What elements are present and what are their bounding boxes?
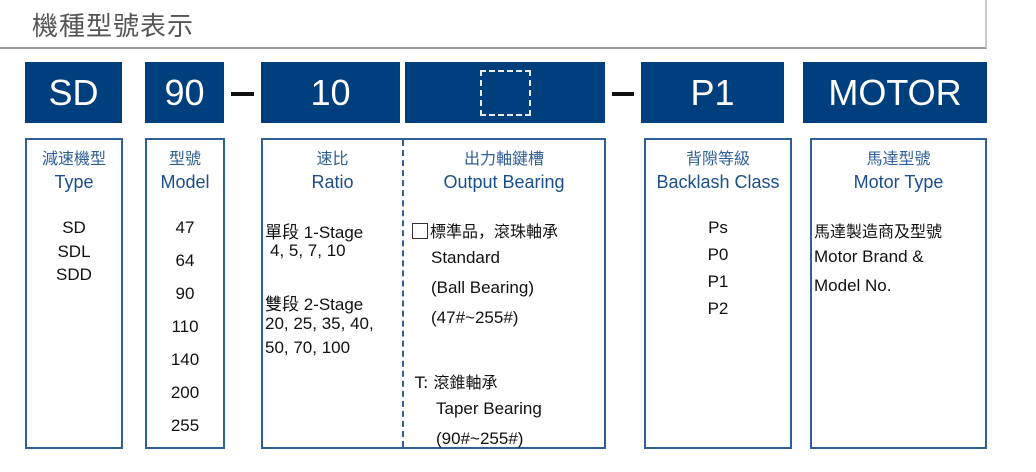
motor-line-en-2: Model No. bbox=[814, 276, 892, 295]
column-title-en: Backlash Class bbox=[656, 172, 780, 192]
output-standard-type: (Ball Bearing) bbox=[431, 278, 534, 297]
separator-dash bbox=[231, 92, 254, 96]
output-taper-en: Taper Bearing bbox=[436, 399, 542, 418]
list-item: P2 bbox=[707, 299, 729, 318]
ratio-stage2-values-1: 20, 25, 35, 40, bbox=[265, 314, 374, 333]
column-title-en: Type bbox=[54, 172, 94, 192]
output-taper-range: (90#~255#) bbox=[436, 429, 524, 448]
list-item: 255 bbox=[170, 416, 200, 435]
output-standard-en: Standard bbox=[431, 248, 500, 267]
list-item: Ps bbox=[708, 218, 728, 237]
column-title-cn: 馬達型號 bbox=[866, 149, 931, 168]
column-backlash: 背隙等級 Backlash Class Ps P0 P1 P2 bbox=[644, 138, 792, 449]
output-standard-cn: 標準品，滾珠軸承 bbox=[412, 218, 558, 242]
column-model: 型號 Model 47 64 90 110 140 200 255 bbox=[145, 138, 225, 449]
column-title-en: Output Bearing bbox=[443, 172, 565, 192]
motor-line-cn: 馬達製造商及型號 bbox=[814, 222, 943, 241]
code-box-ratio: 10 bbox=[261, 62, 400, 123]
column-title-en: Ratio bbox=[311, 172, 354, 192]
column-type: 減速機型 Type SD SDL SDD bbox=[25, 138, 123, 449]
page-title: 機種型號表示 bbox=[32, 12, 195, 42]
output-taper-cn: T: 滾錐軸承 bbox=[415, 373, 498, 392]
list-item: SDD bbox=[56, 265, 92, 284]
placeholder-box-icon bbox=[479, 69, 531, 116]
ratio-stage1-label: 單段 1-Stage bbox=[265, 218, 363, 243]
output-standard-range: (47#~255#) bbox=[431, 308, 519, 327]
column-title-cn: 背隙等級 bbox=[685, 149, 750, 168]
column-title-cn: 減速機型 bbox=[41, 149, 106, 168]
ratio-stage2-values-2: 50, 70, 100 bbox=[265, 338, 351, 357]
column-title-cn: 出力軸鍵槽 bbox=[463, 149, 544, 168]
column-title-en: Model bbox=[160, 172, 210, 192]
separator-dash bbox=[612, 92, 634, 96]
list-item: 64 bbox=[175, 251, 195, 270]
code-box-motor: MOTOR bbox=[803, 62, 987, 123]
output-standard-cn-text: 標準品，滾珠軸承 bbox=[430, 222, 559, 241]
column-ratio-output: 速比 Ratio 單段 1-Stage 4, 5, 7, 10 雙段 2-Sta… bbox=[261, 138, 606, 449]
column-divider bbox=[402, 140, 404, 447]
column-title-en: Motor Type bbox=[853, 172, 944, 192]
column-title-cn: 速比 bbox=[316, 149, 349, 168]
output-header: 出力軸鍵槽 Output Bearing bbox=[404, 148, 604, 194]
list-item: 200 bbox=[170, 383, 200, 402]
code-box-backlash: P1 bbox=[641, 62, 784, 123]
column-title-cn: 型號 bbox=[168, 149, 201, 168]
list-item: P0 bbox=[707, 245, 729, 264]
list-item: 140 bbox=[170, 350, 200, 369]
ratio-stage2-label: 雙段 2-Stage bbox=[265, 295, 364, 314]
checkbox-icon bbox=[412, 223, 428, 239]
ratio-stage1-text: 單段 1-Stage bbox=[265, 223, 364, 242]
list-item: 90 bbox=[175, 284, 195, 303]
ratio-header: 速比 Ratio bbox=[263, 148, 402, 194]
section-header: 機種型號表示 bbox=[0, 0, 987, 49]
list-item: P1 bbox=[707, 272, 729, 291]
code-box-type: SD bbox=[25, 62, 122, 123]
list-item: SD bbox=[62, 218, 86, 237]
list-item: 110 bbox=[171, 317, 199, 336]
list-item: 47 bbox=[175, 218, 195, 237]
column-motor: 馬達型號 Motor Type 馬達製造商及型號 Motor Brand & M… bbox=[810, 138, 987, 449]
list-item: SDL bbox=[57, 242, 91, 261]
ratio-stage1-values: 4, 5, 7, 10 bbox=[270, 241, 346, 260]
code-box-model: 90 bbox=[145, 62, 224, 123]
code-box-output bbox=[405, 62, 605, 123]
motor-line-en-1: Motor Brand & bbox=[814, 247, 924, 266]
